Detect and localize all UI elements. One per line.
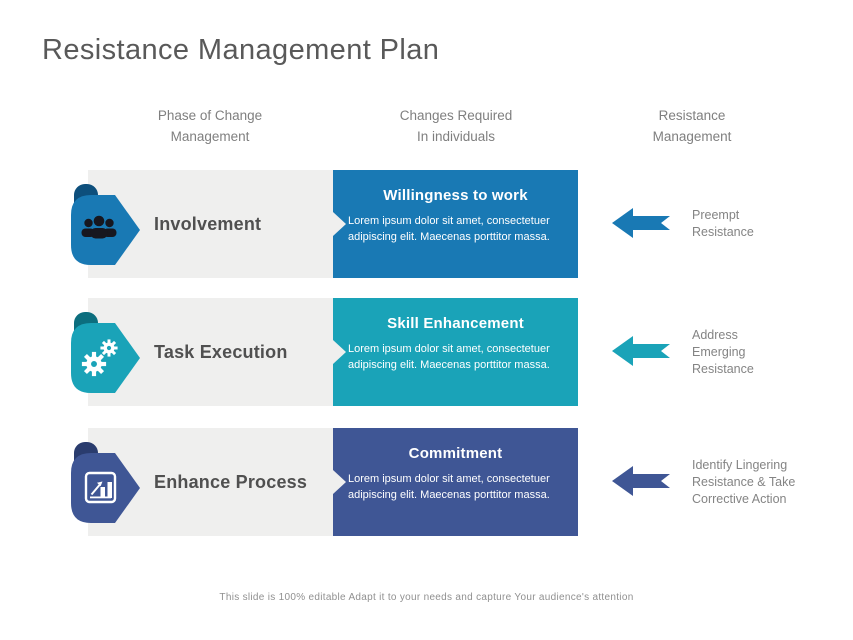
panel-notch (333, 212, 346, 236)
change-title: Skill Enhancement (387, 315, 524, 332)
column-header-changes: Changes Required In individuals (399, 108, 513, 144)
panel-notch (333, 340, 346, 364)
change-title: Willingness to work (383, 187, 528, 204)
change-body: Lorem ipsum dolor sit amet, consectetuer… (348, 473, 550, 501)
panel-notch (333, 470, 346, 494)
left-arrow-icon (612, 336, 670, 366)
phase-label: Involvement (154, 213, 262, 234)
bar-chart-icon (84, 471, 117, 504)
left-arrow-icon (612, 466, 670, 496)
change-title: Commitment (408, 445, 503, 462)
footer-note: This slide is 100% editable Adapt it to … (219, 592, 634, 603)
column-header-phase: Phase of Change Management (157, 108, 263, 144)
phase-badge (71, 442, 140, 523)
phase-badge (71, 184, 140, 265)
change-body: Lorem ipsum dolor sit amet, consectetuer… (348, 343, 550, 371)
resistance-label: Preempt Resistance (692, 208, 754, 239)
change-body: Lorem ipsum dolor sit amet, consectetuer… (348, 215, 550, 243)
resistance-label: Address Emerging Resistance (692, 327, 754, 376)
resistance-label: Identify Lingering Resistance & Take Cor… (692, 457, 796, 506)
column-header-resistance: Resistance Management (652, 108, 732, 144)
row-involvement: Involvement Willingness to work Lorem ip… (71, 170, 754, 278)
row-task-execution: Task Execution Skill Enhancement Lorem i… (71, 298, 754, 406)
change-box: Willingness to work Lorem ipsum dolor si… (333, 170, 578, 278)
phase-label: Enhance Process (154, 471, 308, 492)
left-arrow-icon (612, 208, 670, 238)
change-box: Skill Enhancement Lorem ipsum dolor sit … (333, 298, 578, 406)
phase-badge (71, 312, 140, 393)
people-icon (81, 215, 117, 239)
phase-label: Task Execution (154, 341, 288, 362)
row-enhance-process: Enhance Process Commitment Lorem ipsum d… (71, 428, 795, 536)
page-title: Resistance Management Plan (42, 34, 440, 66)
change-box: Commitment Lorem ipsum dolor sit amet, c… (333, 428, 578, 536)
